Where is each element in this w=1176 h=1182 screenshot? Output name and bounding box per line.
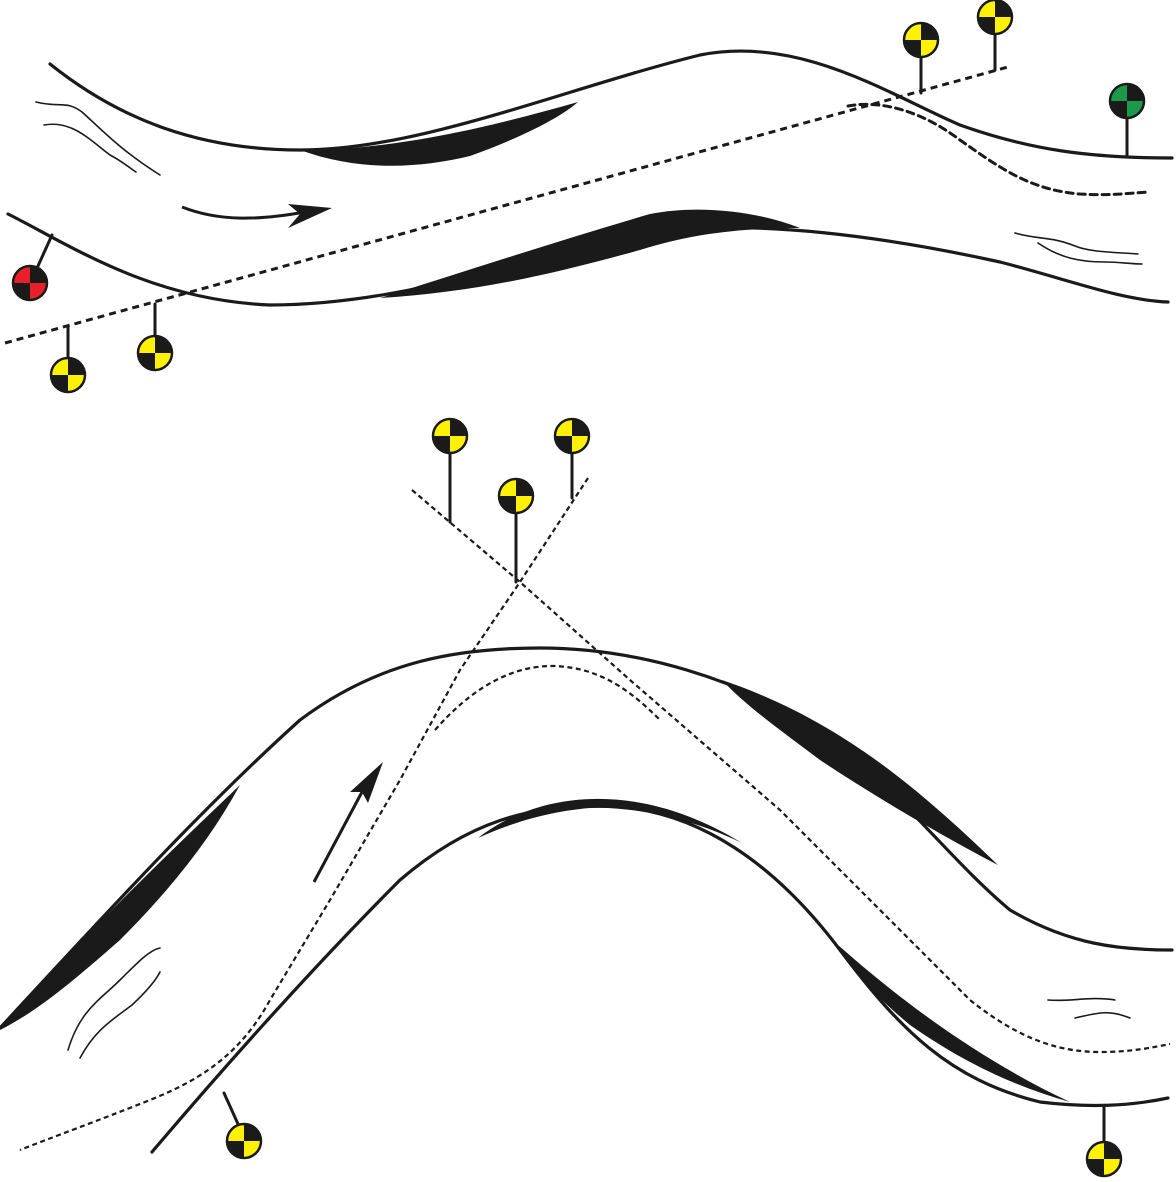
panel-straight-channel <box>5 0 1172 392</box>
flow-arrow-shaft <box>182 207 305 218</box>
outer-riverbank <box>0 648 1172 1028</box>
leading-line-b <box>20 478 588 1150</box>
leading-mark-bottom-right <box>1087 1106 1121 1176</box>
sand-shoal-left-outer <box>0 785 240 1030</box>
water-ripples-left <box>36 102 160 175</box>
sand-shoal-lower-bank <box>380 210 800 298</box>
flow-arrow-shaft <box>314 792 362 882</box>
port-hand-mark <box>13 235 52 300</box>
leading-mark-icon <box>227 1124 261 1158</box>
leading-mark-bottom-left <box>224 1093 261 1158</box>
leading-mark-icon <box>499 479 533 513</box>
leading-line <box>5 67 1008 343</box>
flow-arrow-head <box>350 762 383 803</box>
sand-shoals-top <box>300 102 800 298</box>
leading-mark-rear-right <box>978 0 1012 70</box>
flow-arrow-head <box>288 204 332 228</box>
flow-arrow-bend <box>314 762 383 882</box>
inner-riverbank <box>152 806 1168 1152</box>
leading-mark-left-top <box>433 419 467 522</box>
water-ripples-right <box>1015 233 1142 264</box>
leading-mark-icon <box>433 419 467 453</box>
port-mark-icon <box>13 266 47 300</box>
leading-mark-icon <box>138 336 172 370</box>
starboard-hand-mark <box>1110 84 1144 157</box>
leading-mark-icon <box>904 23 938 57</box>
leading-mark-icon <box>555 419 589 453</box>
flow-arrow <box>182 204 332 228</box>
water-ripples-bottom-right <box>1048 999 1130 1018</box>
sand-shoal-upper-bank <box>300 102 578 166</box>
sand-shoal-right-outer <box>722 680 998 865</box>
leading-mark-icon <box>1087 1142 1121 1176</box>
leading-mark-rear-left <box>138 304 172 370</box>
sand-shoal-bottom-right <box>838 945 1070 1102</box>
leading-mark-front-right <box>904 23 938 93</box>
navigable-channel-edge <box>848 104 1150 194</box>
sand-shoals-bottom <box>0 680 1070 1102</box>
starboard-mark-icon <box>1110 84 1144 118</box>
leading-mark-center <box>499 479 533 582</box>
leading-mark-icon <box>978 0 1012 34</box>
panel-bend-channel <box>0 419 1172 1176</box>
leading-mark-front-left <box>51 326 85 392</box>
leading-mark-icon <box>51 358 85 392</box>
